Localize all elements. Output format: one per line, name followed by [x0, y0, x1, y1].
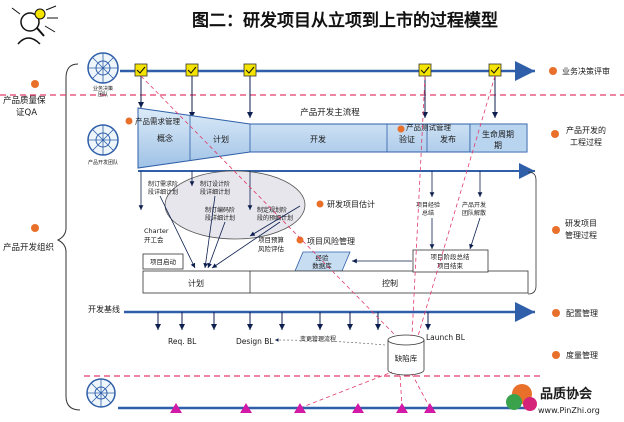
stage-release: 发布	[440, 134, 456, 144]
estimate-dot	[316, 200, 324, 208]
risk-dot	[296, 236, 304, 244]
ellipse-item2-b: 段详细计划	[200, 188, 230, 196]
stage-develop: 开发	[310, 134, 326, 144]
experience-db-label-1: 经验	[316, 253, 330, 262]
charter-label-2: 开工会	[144, 235, 164, 244]
stage-concept: 概念	[157, 133, 173, 143]
dev-process-dot	[551, 130, 559, 138]
summary-label-2: 项目结束	[437, 261, 464, 270]
project-start-label: 项目启动	[150, 257, 177, 266]
dev-process-label-1: 产品开发的	[566, 125, 606, 135]
dev-team-label: 产品开发团队	[88, 159, 118, 166]
ellipse-item4-b: 段的预细计划	[257, 214, 293, 222]
person-with-magnifier-icon	[11, 5, 58, 45]
org-dot	[31, 224, 39, 232]
project-mgmt-label-1: 研发项目	[565, 218, 597, 228]
demand-mgmt-label: 产品需求管理	[135, 116, 180, 126]
stage-verify: 验证	[399, 134, 415, 144]
plan-control-bar	[142, 270, 529, 294]
stage-plan: 计划	[213, 134, 229, 144]
watermark-title: 品质协会	[540, 386, 593, 402]
project-summary-box	[412, 249, 489, 273]
config-mgmt-label: 配置管理	[566, 308, 598, 318]
launch-bl-label: Launch BL	[426, 333, 466, 342]
charter-label-1: Charter	[144, 227, 169, 235]
risk-eval-label-1: 项目预算	[258, 235, 285, 244]
experience-db-label-2: 数据库	[312, 261, 332, 270]
business-review-dot	[549, 67, 557, 75]
metrics-mgmt-dot	[552, 351, 560, 359]
stage-lifecycle-2: 期	[494, 141, 502, 150]
project-mgmt-label-2: 管理过程	[565, 230, 597, 240]
metrics-mgmt-label: 度量管理	[566, 350, 598, 360]
left-brace	[56, 63, 81, 411]
project-start-box	[142, 253, 184, 270]
diagram-title: 图二：研发项目从立项到上市的过程模型	[192, 10, 498, 31]
summary-label-1: 项目阶段总结	[431, 252, 471, 261]
decision-team-wheel	[87, 52, 119, 84]
defect-db-label: 缺陷库	[395, 353, 418, 363]
ellipse-item4-a: 制定规划阶	[257, 206, 287, 214]
risk-label: 项目风险管理	[307, 236, 355, 246]
test-mgmt-dot	[397, 125, 405, 133]
estimate-label: 研发项目估计	[327, 199, 375, 209]
summary-small-2: 总结	[422, 209, 434, 217]
config-mgmt-dot	[552, 309, 560, 317]
watermark-url: www.PinZhi.org	[538, 406, 600, 415]
plan-label: 计划	[188, 278, 204, 288]
watermark-logo	[506, 384, 537, 411]
ellipse-item2-a: 制订设计阶	[200, 180, 230, 188]
dev-process-label-2: 工程过程	[570, 137, 602, 147]
business-review-label: 业务决策评审	[562, 66, 610, 76]
baseline-label: 开发基线	[88, 304, 120, 314]
design-bl-label: Design BL	[236, 337, 274, 346]
mgmt-bracket	[527, 171, 537, 295]
summary-small-1: 项目经验	[416, 201, 440, 209]
defect-db-cylinder	[387, 334, 425, 376]
checkpoints	[134, 63, 502, 77]
ellipse-item1-b: 段详细计划	[148, 188, 178, 196]
project-mgmt-dot	[552, 226, 560, 234]
planning-ellipse	[164, 170, 306, 240]
qa-label-2: 证QA	[16, 108, 37, 118]
control-label: 控制	[382, 278, 398, 288]
team-disband-2: 团队解散	[462, 209, 486, 217]
ellipse-item1-a: 制订需求阶	[148, 180, 178, 188]
decision-team-label-1: 业务决策	[93, 85, 113, 92]
qa-audit-markers	[170, 403, 436, 413]
qa-team-wheel	[86, 378, 116, 408]
decision-team-label-2: 团队	[98, 91, 108, 98]
change-mgmt-label: 变更管理流程	[300, 335, 336, 343]
req-bl-label: Req. BL	[168, 337, 197, 346]
qa-dot	[31, 80, 39, 88]
test-mgmt-label: 产品测试管理	[406, 122, 451, 132]
main-flow-title: 产品开发主流程	[300, 107, 360, 118]
risk-eval-label-2: 风险评估	[258, 244, 285, 253]
dev-team-wheel	[87, 124, 119, 156]
ellipse-item3-a: 制订编码阶	[205, 206, 235, 214]
org-label: 产品开发组织	[3, 242, 54, 253]
stage-lifecycle: 生命周期	[482, 129, 514, 139]
demand-mgmt-dot	[125, 117, 133, 125]
team-disband-1: 产品开发	[462, 201, 486, 209]
ellipse-item3-b: 段详细计划	[205, 214, 235, 222]
qa-label-1: 产品质量保	[3, 95, 46, 106]
